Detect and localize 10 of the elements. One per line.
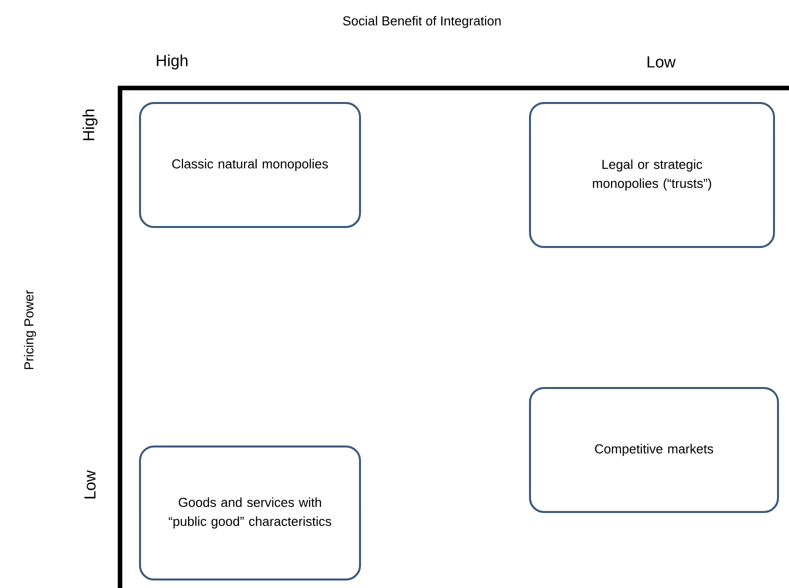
axis-label: High bbox=[156, 54, 188, 70]
axis-label: High bbox=[82, 110, 98, 140]
text-box: Classic natural monopolies bbox=[139, 102, 361, 228]
text-box: Goods and services with “public good” characteristics bbox=[139, 446, 361, 580]
axis-label: Pricing Power bbox=[24, 290, 36, 370]
text-box: Competitive markets bbox=[529, 387, 779, 513]
axis-label: Social Benefit of Integration bbox=[343, 16, 501, 28]
text-box: Legal or strategic monopolies (“trusts”) bbox=[529, 102, 775, 248]
axis-label: Low bbox=[84, 470, 96, 498]
axis-label: Low bbox=[648, 56, 676, 68]
